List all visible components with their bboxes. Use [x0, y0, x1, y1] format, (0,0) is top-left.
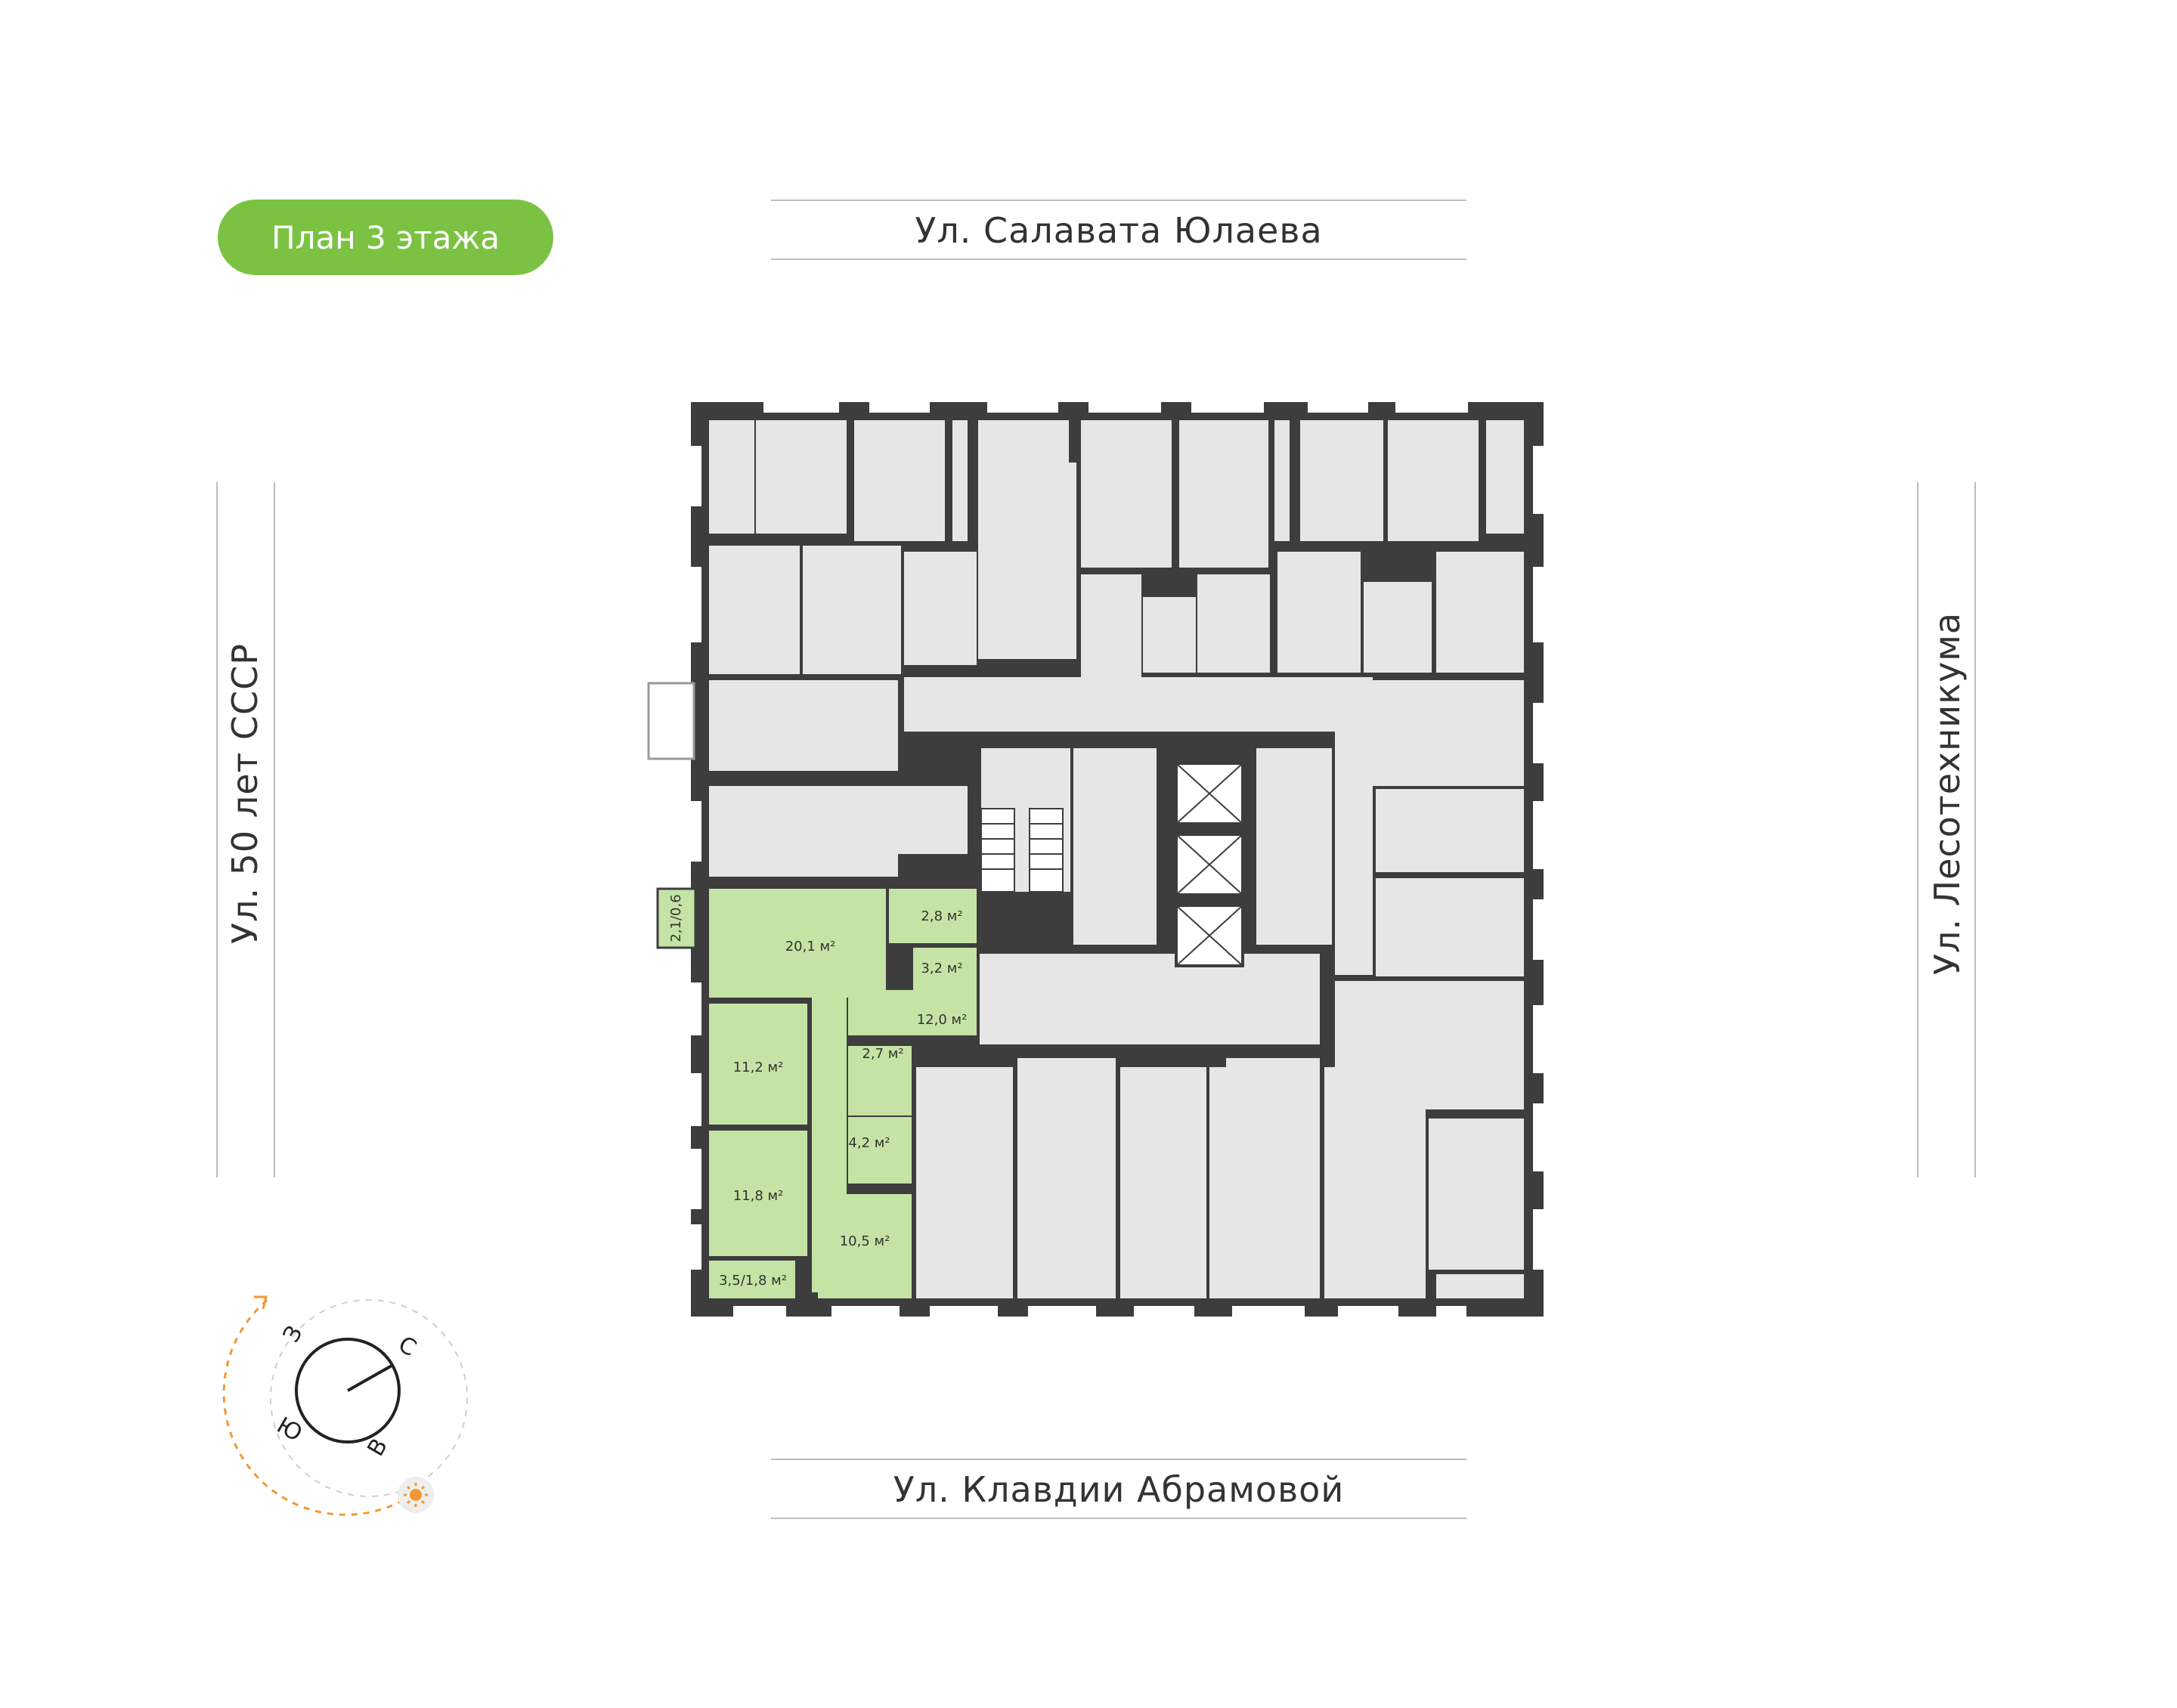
street-label-north: Ул. Салавата Юлаева [915, 210, 1323, 251]
room-bath2 [848, 1117, 912, 1184]
label-bath1: 2,7 м² [862, 1046, 903, 1062]
label-bedroom3: 10,5 м² [840, 1233, 890, 1249]
street-line-south-top [771, 1459, 1466, 1460]
label-bedroom2: 11,8 м² [733, 1188, 784, 1204]
label-hall: 12,0 м² [917, 1012, 968, 1028]
room-bath1 [848, 1046, 912, 1115]
sun-path-arrow [254, 1295, 268, 1310]
street-label-south: Ул. Клавдии Абрамовой [893, 1469, 1345, 1510]
sun-icon [398, 1477, 434, 1513]
area-labels: 2,1/0,6 20,1 м² 2,8 м² 3,2 м² 12,0 м² 2,… [668, 894, 967, 1289]
label-loggia: 3,5/1,8 м² [719, 1273, 787, 1289]
windows [691, 402, 1544, 1317]
street-line-west-right [274, 482, 275, 1177]
label-storage: 3,2 м² [921, 961, 962, 976]
room-bedroom2 [709, 1131, 807, 1256]
room-hall [848, 990, 977, 1035]
street-line-south-bottom [771, 1518, 1466, 1519]
compass-needle [347, 1363, 394, 1392]
sun-orbit [270, 1299, 468, 1497]
highlighted-apartment [709, 889, 977, 1298]
label-balcony: 2,1/0,6 [668, 894, 684, 942]
compass-north: С [394, 1331, 421, 1362]
floor-title-badge: План 3 этажа [218, 200, 553, 275]
stairs [980, 808, 1064, 893]
room-bedroom1 [709, 1004, 807, 1125]
room-loggia [709, 1261, 795, 1298]
room-living [709, 889, 886, 998]
label-bedroom1: 11,2 м² [733, 1060, 784, 1075]
street-line-east-right [1974, 482, 1976, 1177]
label-wc1: 2,8 м² [921, 908, 962, 924]
street-line-north-top [771, 200, 1466, 201]
room-wc1 [889, 889, 977, 943]
room-storage [913, 948, 977, 990]
compass-south: Ю [272, 1413, 307, 1448]
street-line-north-bottom [771, 258, 1466, 260]
label-living: 20,1 м² [785, 939, 836, 955]
compass-circle [295, 1338, 401, 1443]
elevator-x-marks [1175, 763, 1243, 967]
street-line-west-left [216, 482, 218, 1177]
sun-path-arc [222, 1298, 424, 1516]
label-bath2: 4,2 м² [848, 1135, 890, 1151]
rooms-gray [709, 420, 1524, 1298]
west-balcony-upper [647, 682, 695, 760]
west-balcony-lower [656, 887, 697, 949]
room-bedroom3 [818, 1194, 912, 1298]
street-line-east-left [1917, 482, 1918, 1177]
compass-rose: З С В Ю [222, 1295, 468, 1516]
